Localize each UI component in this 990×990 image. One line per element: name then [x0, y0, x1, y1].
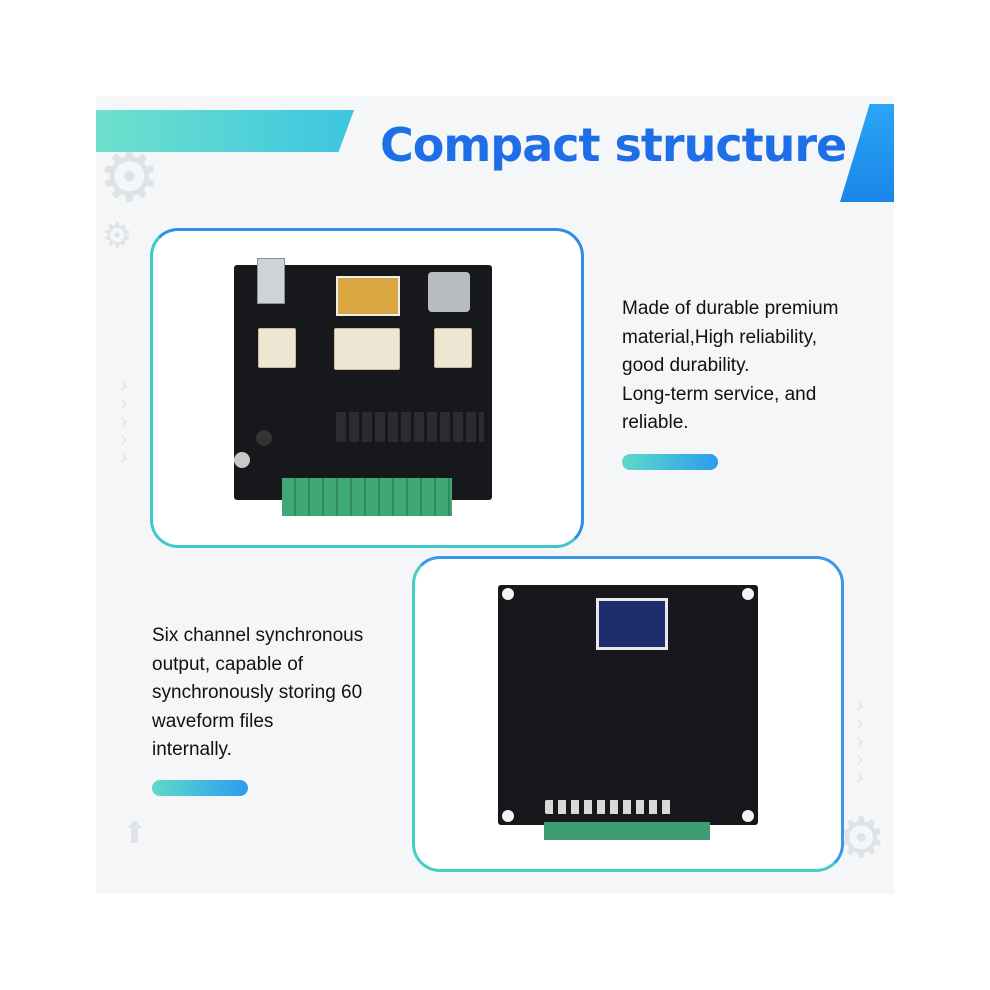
- oled-connector: [336, 276, 400, 316]
- description-bottom: Six channel synchronous output, capable …: [152, 622, 363, 765]
- connector-header: [434, 328, 472, 368]
- capacitor: [234, 452, 250, 468]
- description-line: material,High reliability,: [622, 326, 817, 348]
- description-top: Made of durable premium material,High re…: [622, 295, 839, 438]
- mount-hole: [502, 810, 514, 822]
- description-line: internally.: [152, 739, 232, 760]
- gear-icon: ⚙: [102, 216, 133, 256]
- description-line: waveform files: [152, 710, 274, 732]
- terminal-block: [282, 478, 452, 516]
- description-line: output, capable of: [152, 653, 304, 675]
- arrow-up-icon: ⬆: [122, 816, 148, 851]
- connector-header: [334, 328, 400, 370]
- usb-port: [257, 258, 285, 304]
- gear-icon: ⚙: [836, 806, 887, 871]
- terminal-block: [544, 822, 710, 840]
- description-line: Made of durable premium: [622, 298, 839, 319]
- accent-pill: [622, 454, 718, 470]
- mount-hole: [502, 588, 514, 600]
- mount-hole: [742, 588, 754, 600]
- chevron-icon: ›››››: [856, 693, 864, 789]
- chevron-icon: ›››››: [120, 373, 128, 469]
- description-line: synchronously storing 60: [152, 682, 363, 703]
- capacitor: [256, 430, 272, 446]
- description-line: Six channel synchronous: [152, 625, 364, 646]
- connector-header: [258, 328, 296, 368]
- oled-screen: [596, 598, 668, 650]
- rotary-encoder: [428, 272, 470, 312]
- solder-pins: [545, 800, 675, 814]
- description-line: good durability.: [622, 355, 750, 376]
- banner-stripe-left: [96, 110, 354, 152]
- description-line: reliable.: [622, 412, 689, 433]
- accent-pill: [152, 780, 248, 796]
- chip-array: [336, 412, 484, 442]
- mount-hole: [742, 810, 754, 822]
- page-title: Compact structure: [380, 118, 847, 172]
- description-line: Long-term service, and: [622, 383, 817, 405]
